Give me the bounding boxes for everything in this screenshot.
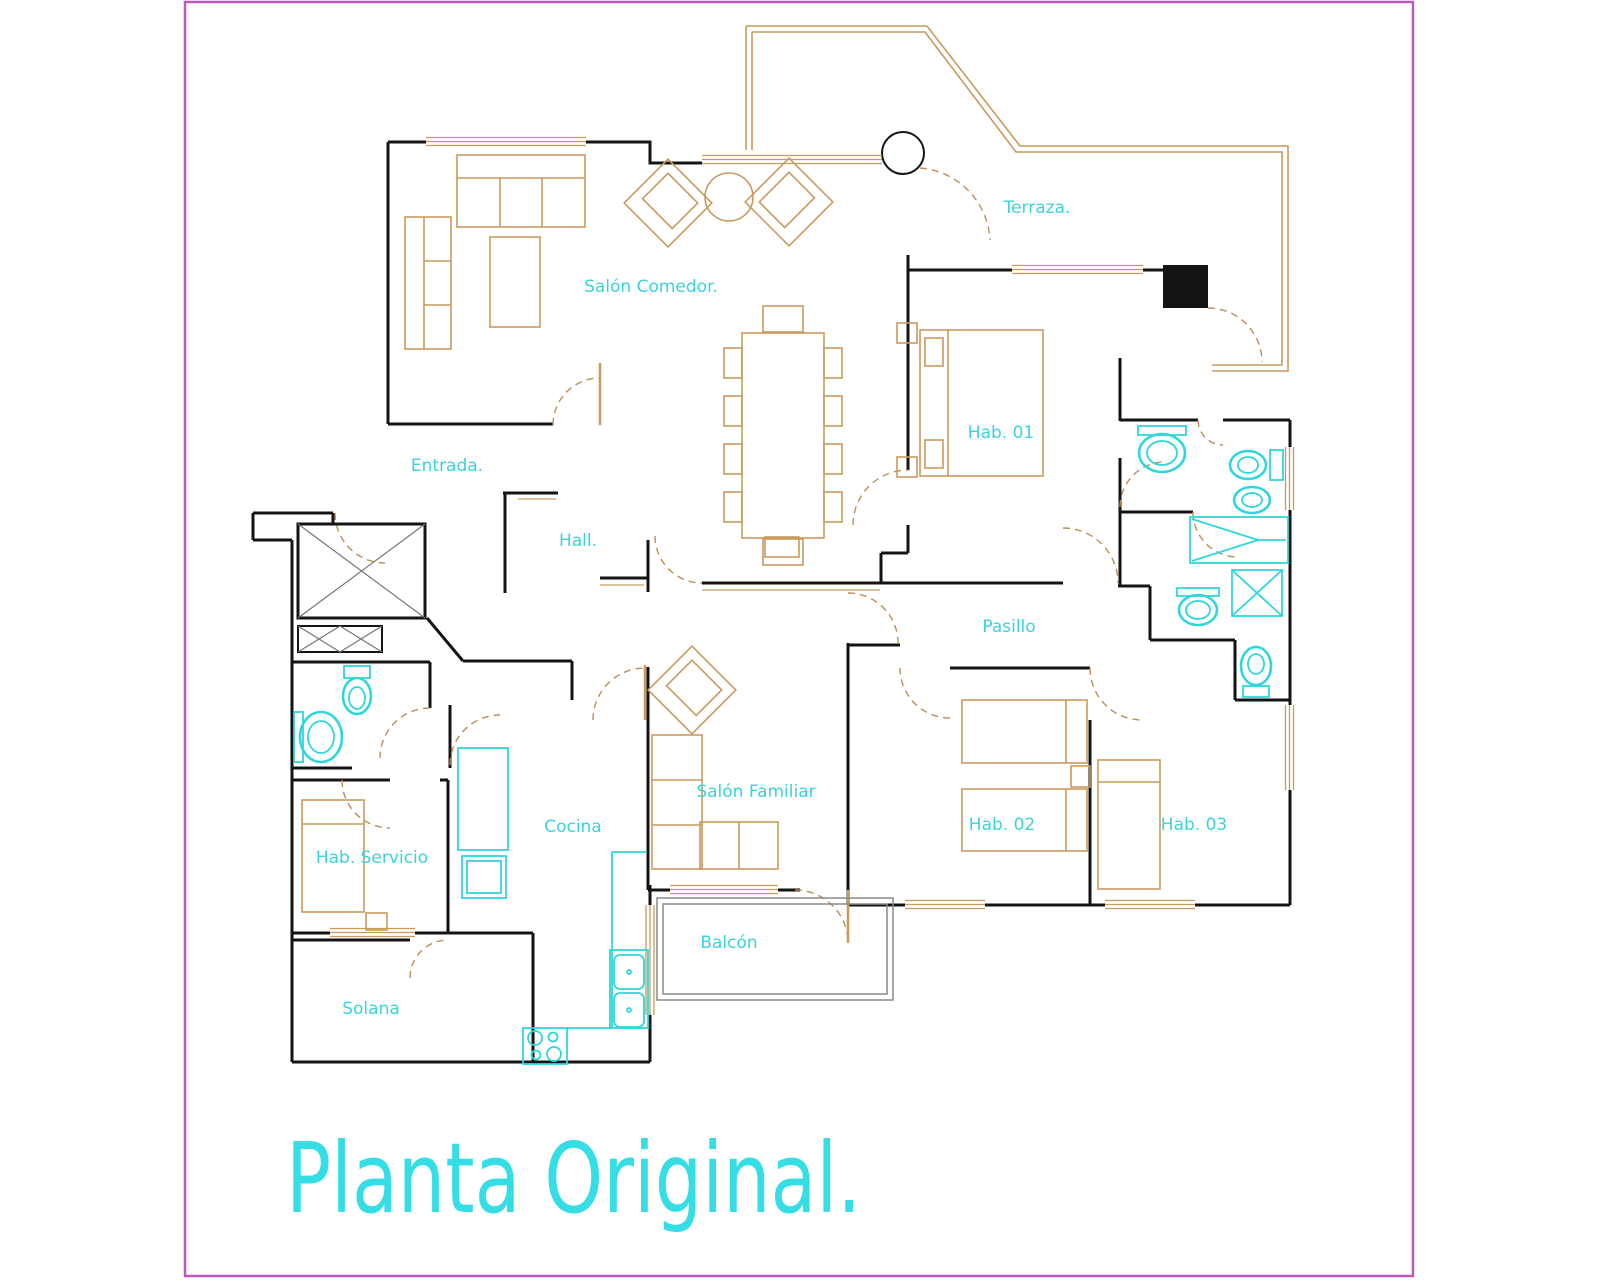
room-label-hab-01: Hab. 01: [968, 423, 1034, 443]
stove-fixture: [522, 1027, 568, 1065]
room-label-hab-servicio: Hab. Servicio: [316, 848, 428, 868]
walls-outer-living: [251, 140, 702, 1064]
sofa-side: [404, 216, 452, 350]
fridge-fixture: [461, 855, 507, 899]
walls-left-rooms: [292, 660, 535, 1062]
room-label-solana: Solana: [342, 999, 400, 1019]
service-toilet-fixture: [341, 665, 373, 716]
windows: [330, 136, 1295, 1015]
bath1-sink-fixture: [1137, 425, 1187, 474]
room-label-hab-02: Hab. 02: [969, 815, 1035, 835]
bath1-bidet-fixture: [1232, 485, 1272, 515]
bath2-toilet-fixture: [1239, 645, 1273, 698]
wall-pier: [1163, 265, 1208, 308]
service-sink-fixture: [293, 710, 344, 764]
walls-bedrooms-baths: [848, 358, 1292, 907]
room-label-balcon: Balcón: [700, 933, 757, 953]
kitchen-sink-fixture: [609, 949, 649, 1029]
sofa-large: [456, 154, 586, 228]
walls-kitchen-family: [448, 643, 1092, 1062]
room-label-entrada: Entrada.: [411, 456, 483, 476]
terrace-column: [881, 131, 925, 175]
terrace-railing: [745, 25, 1289, 372]
room-label-hall: Hall.: [559, 531, 597, 551]
armchair-right: [744, 157, 834, 247]
walls-dining-pasillo-hab01: [702, 255, 1163, 588]
family-armchair: [647, 645, 737, 735]
dining-table: [723, 305, 843, 566]
walls-hall-entry: [425, 491, 650, 700]
bed-hab01: [896, 322, 1044, 478]
bath1-toilet-fixture: [1228, 449, 1284, 481]
room-label-hab-03: Hab. 03: [1161, 815, 1227, 835]
room-label-pasillo: Pasillo: [982, 617, 1035, 637]
kitchen-counter-fixture: [457, 747, 646, 1029]
page-border: [183, 0, 1415, 1278]
page-title: Planta Original.: [286, 1122, 861, 1235]
room-label-salon-comedor: Salón Comedor.: [584, 277, 718, 297]
sideboard: [764, 536, 800, 558]
room-label-terraza: Terraza.: [1003, 198, 1071, 218]
bathtub-fixture: [1189, 516, 1289, 564]
bed-hab03: [1097, 759, 1161, 890]
elevator-shaft: [296, 522, 427, 653]
beds-hab02: [961, 699, 1091, 852]
balcony-railing: [656, 897, 894, 1001]
bed-servicio: [301, 799, 388, 931]
door-swings: [334, 167, 1263, 979]
armchair-left: [623, 158, 713, 248]
family-sofa: [651, 734, 779, 870]
round-table: [704, 172, 754, 222]
coffee-table: [489, 236, 541, 328]
room-label-cocina: Cocina: [544, 817, 602, 837]
shower-fixture: [1231, 569, 1283, 617]
bath2-sink-fixture: [1176, 587, 1220, 627]
room-label-salon-familiar: Salón Familiar: [696, 782, 815, 802]
